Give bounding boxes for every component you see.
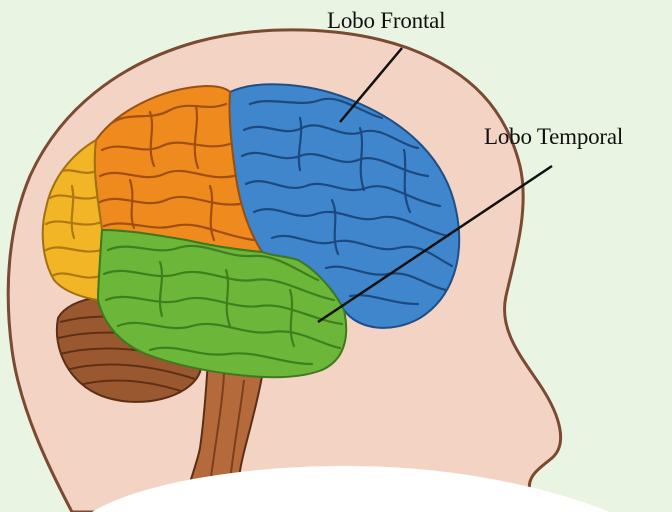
label-frontal-lobe: Lobo Frontal: [327, 8, 445, 34]
label-temporal-lobe: Lobo Temporal: [484, 124, 623, 150]
